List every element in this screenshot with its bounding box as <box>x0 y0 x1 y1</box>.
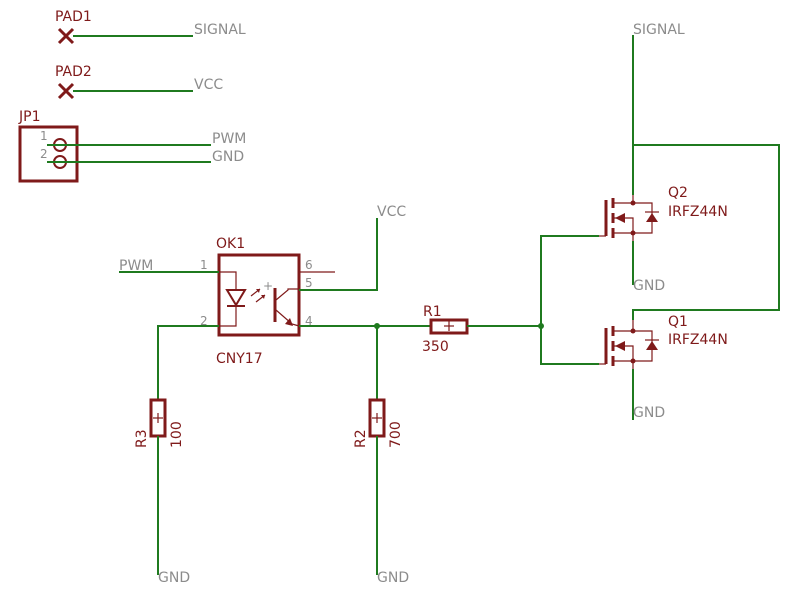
ok1-led-icon <box>225 289 247 307</box>
r3-top-wire <box>157 325 219 400</box>
jp1-pwm-label: PWM <box>212 131 246 147</box>
pad1: PAD1 SIGNAL <box>55 9 246 45</box>
pad1-net-label: SIGNAL <box>194 22 246 38</box>
mosfet-q2: Q2 IRFZ44N <box>599 185 728 241</box>
r2-value: 700 <box>388 421 404 448</box>
q2-name: Q2 <box>668 185 688 201</box>
ok1-name: OK1 <box>216 236 245 252</box>
pad1-name: PAD1 <box>55 9 92 25</box>
optocoupler-ok1: OK1 CNY17 PWM 1 2 4 5 6 + <box>119 236 335 367</box>
q1-drain-loop-wire <box>632 144 780 320</box>
ok1-pwm-label: PWM <box>119 258 153 274</box>
pad2-net-label: VCC <box>194 77 223 93</box>
ok1-plus-mark: + <box>263 279 273 293</box>
q2-signal-label: SIGNAL <box>633 22 685 38</box>
q2-gate-wire <box>540 235 599 326</box>
vcc-wire <box>299 218 378 291</box>
jp1-gnd-label: GND <box>212 149 244 165</box>
pad2-cross-icon <box>57 82 75 100</box>
q1-value: IRFZ44N <box>668 332 728 348</box>
ok1-body <box>217 253 301 337</box>
jp1-pin1-number: 1 <box>40 129 48 143</box>
pad2: PAD2 VCC <box>55 64 223 100</box>
resistor-r1: R1 350 <box>422 304 469 355</box>
q2-drain-dot <box>630 200 636 206</box>
jp1-name: JP1 <box>18 109 40 125</box>
ok1-anode-lead <box>219 271 237 290</box>
q1-drain-dot <box>630 328 636 334</box>
ok1-pin1-number: 1 <box>200 258 208 272</box>
r3-name: R3 <box>134 429 150 448</box>
vcc-net-label: VCC <box>377 204 406 220</box>
jp1-body <box>18 125 79 183</box>
q1-source-lead <box>613 360 634 369</box>
r3-gnd-label: GND <box>158 570 190 586</box>
gate-junction <box>538 323 544 329</box>
q1-source-dot <box>630 358 636 364</box>
r3-value: 100 <box>169 421 185 448</box>
ok1-ray-arrow-icon <box>256 289 265 299</box>
q2-drain-lead <box>613 195 634 204</box>
r2-name: R2 <box>353 429 369 448</box>
q1-diode-icon <box>646 341 658 350</box>
mosfet-q1: Q1 IRFZ44N <box>599 314 728 369</box>
q2-arrow-icon <box>615 213 625 223</box>
q1-drain-lead <box>613 320 634 332</box>
ok1-emitter-arrow-icon <box>285 318 293 326</box>
q2-value: IRFZ44N <box>668 204 728 220</box>
r1-name: R1 <box>423 304 442 320</box>
q1-arrow-icon <box>615 341 625 351</box>
q1-name: Q1 <box>668 314 688 330</box>
pad2-name: PAD2 <box>55 64 92 80</box>
resistor-r3: R3 100 <box>134 398 185 448</box>
ok1-value: CNY17 <box>216 351 263 367</box>
jp1-pin2-number: 2 <box>40 147 48 161</box>
resistor-r2: R2 700 <box>353 398 404 448</box>
q2-gnd-label: GND <box>633 278 665 294</box>
q2-source-dot <box>630 230 636 236</box>
r2-gnd-label: GND <box>377 570 409 586</box>
ok1-pin5-number: 5 <box>305 276 313 290</box>
q1-gnd-label: GND <box>633 405 665 421</box>
r1-value: 350 <box>422 339 449 355</box>
ok1-pin4-number: 4 <box>305 314 313 328</box>
ok1-pin6-number: 6 <box>305 258 313 272</box>
ok1-collector-lead <box>275 288 299 301</box>
pad1-cross-icon <box>57 27 75 45</box>
ok1-cathode-lead <box>219 306 237 327</box>
q1-gate-wire <box>540 326 599 365</box>
ok1-pin2-number: 2 <box>200 314 208 328</box>
connector-jp1: JP1 1 2 PWM GND <box>18 109 246 183</box>
q2-source-lead <box>613 232 634 241</box>
q2-diode-icon <box>646 213 658 222</box>
